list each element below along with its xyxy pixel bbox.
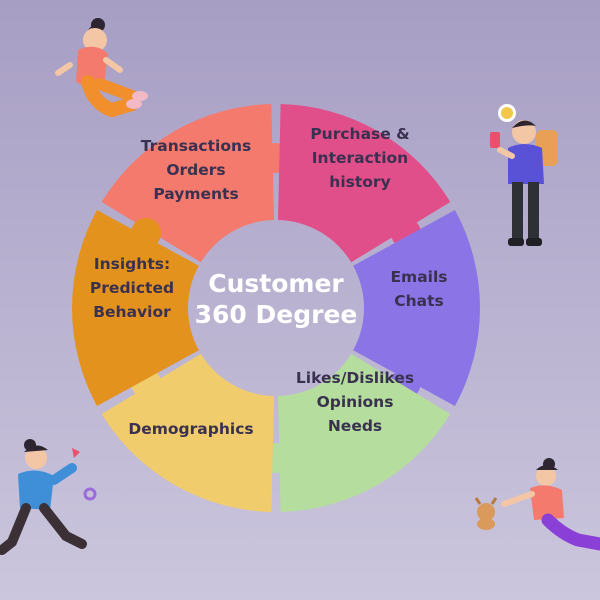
segment-emails-chats [353,210,480,406]
segment-likes-dislikes [277,353,451,512]
center-title-line1: Customer [208,269,344,298]
person-illustration-top-left [55,18,148,118]
segment-label-emails-chats-line2: Chats [394,292,444,310]
segment-label-transactions-line2: Orders [166,161,225,179]
person-illustration-bottom-left [0,439,97,555]
segment-label-emails-chats-line1: Emails [390,268,447,286]
segment-label-insights-line3: Behavior [93,303,171,321]
person-illustration-bottom-right [474,458,600,551]
segment-label-transactions-line3: Payments [153,185,238,203]
segment-label-likes-dislikes-line1: Likes/Dislikes [296,369,414,387]
segment-label-transactions-line1: Transactions [141,137,252,155]
segment-label-likes-dislikes-line3: Needs [328,417,382,435]
person-illustration-top-right [490,104,558,246]
segment-label-demographics-line1: Demographics [128,420,253,438]
segment-label-purchase-history-line1: Purchase & [310,125,409,143]
segment-label-likes-dislikes-line2: Opinions [317,393,394,411]
segment-insights [71,210,199,406]
segment-label-purchase-history-line2: Interaction [312,149,408,167]
puzzle-knob-insights [131,218,162,248]
segment-label-insights-line1: Insights: [94,255,170,273]
segment-label-insights-line2: Predicted [90,279,174,297]
segment-label-purchase-history-line3: history [329,173,390,191]
center-title-line2: 360 Degree [195,300,358,329]
segment-ring [71,104,480,512]
